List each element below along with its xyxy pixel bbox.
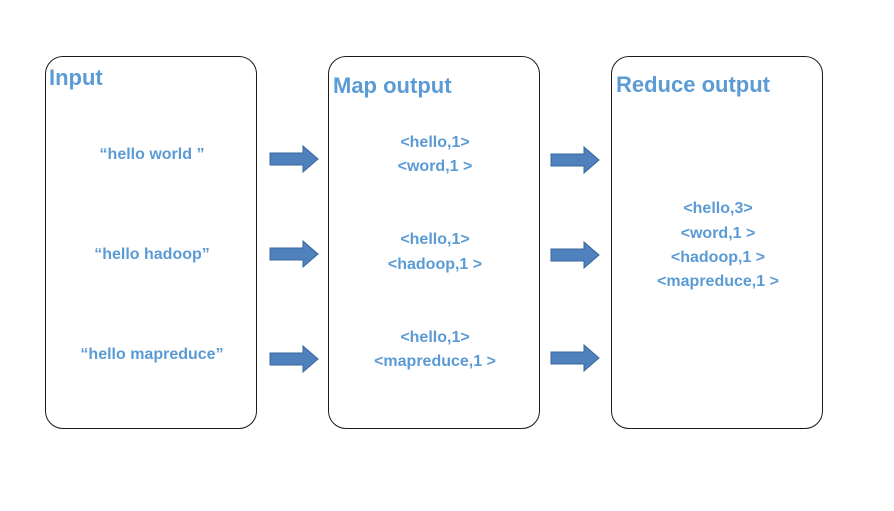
reduce-line-2: <word,1 > xyxy=(680,225,756,242)
input-item-3: “hello mapreduce” xyxy=(80,346,224,363)
map-group-2-line-1: <hello,1> xyxy=(400,231,470,248)
arrow-icon xyxy=(550,344,600,372)
map-group-1-line-1: <hello,1> xyxy=(400,134,470,151)
input-item-1: “hello world ” xyxy=(99,146,205,163)
reduce-line-1: <hello,3> xyxy=(683,200,753,217)
map-group-3-line-1: <hello,1> xyxy=(400,329,470,346)
reduce-line-4: <mapreduce,1 > xyxy=(657,273,779,290)
arrow-icon xyxy=(269,145,319,173)
reduce-output-title: Reduce output xyxy=(616,72,770,97)
map-output-panel: Map output <hello,1> <word,1 > <hello,1>… xyxy=(328,56,540,429)
input-panel: Input “hello world ” “hello hadoop” “hel… xyxy=(45,56,257,429)
reduce-output-panel: Reduce output <hello,3> <word,1 > <hadoo… xyxy=(611,56,823,429)
map-group-2-line-2: <hadoop,1 > xyxy=(387,256,483,273)
map-group-3-line-2: <mapreduce,1 > xyxy=(374,353,496,370)
arrow-icon xyxy=(269,240,319,268)
map-output-title: Map output xyxy=(333,73,452,98)
reduce-line-3: <hadoop,1 > xyxy=(670,249,766,266)
arrow-icon xyxy=(550,241,600,269)
arrow-icon xyxy=(269,345,319,373)
arrow-icon xyxy=(550,146,600,174)
input-item-2: “hello hadoop” xyxy=(94,246,210,263)
input-panel-title: Input xyxy=(49,65,103,90)
map-group-1-line-2: <word,1 > xyxy=(397,158,473,175)
